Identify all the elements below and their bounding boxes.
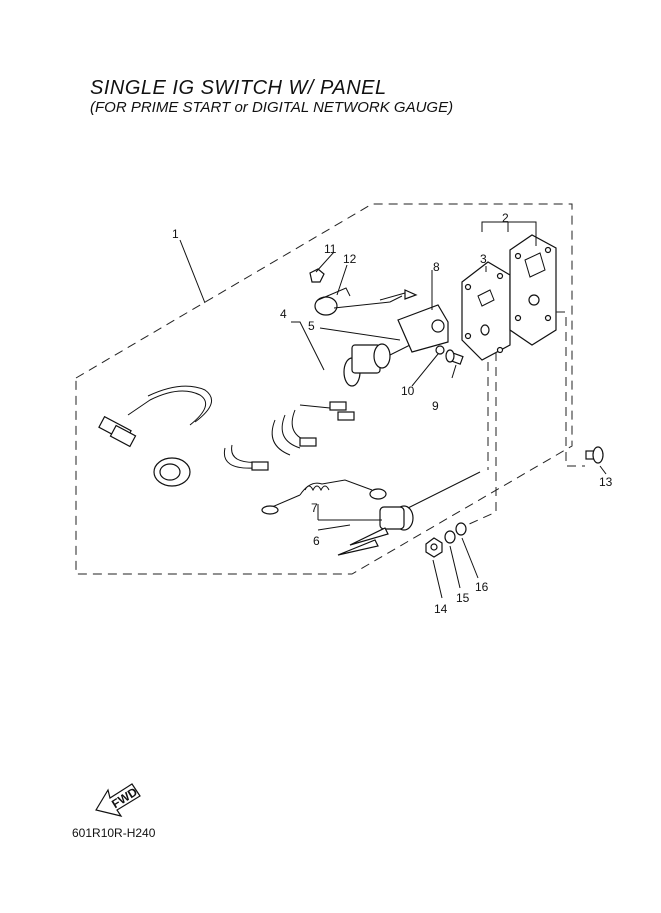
diagram-title: SINGLE IG SWITCH W/ PANEL <box>90 77 387 99</box>
callout-15: 15 <box>456 591 470 605</box>
callout-7: 7 <box>311 501 318 515</box>
assembly-boundary <box>75 203 573 575</box>
callout-9: 9 <box>432 399 439 413</box>
callout-8: 8 <box>433 260 440 274</box>
screw-9-icon <box>445 349 464 365</box>
callout-2: 2 <box>502 211 509 225</box>
callout-13: 13 <box>599 475 613 489</box>
diagram-subtitle: (FOR PRIME START or DIGITAL NETWORK GAUG… <box>90 99 454 116</box>
nut-14-icon <box>425 537 443 558</box>
callout-4: 4 <box>280 307 287 321</box>
wire-clamp <box>309 268 418 316</box>
washer-10-icon <box>435 345 445 355</box>
leader-lines <box>179 221 607 599</box>
fwd-arrow-icon: FWD <box>95 783 141 817</box>
washer-16-icon <box>455 522 467 536</box>
panel-plate-3 <box>461 261 511 361</box>
diagram-code: 601R10R-H240 <box>72 826 156 840</box>
callout-14: 14 <box>434 602 448 616</box>
callout-6: 6 <box>313 534 320 548</box>
lanyard-cord <box>261 479 387 515</box>
switch-key <box>337 505 414 556</box>
callout-16: 16 <box>475 580 489 594</box>
callout-11: 11 <box>324 242 337 256</box>
washer-15-icon <box>444 530 456 544</box>
panel-plate-2 <box>509 234 557 346</box>
callout-12: 12 <box>343 252 357 266</box>
callout-1: 1 <box>172 227 179 241</box>
callout-5: 5 <box>308 319 315 333</box>
callout-3: 3 <box>480 252 487 266</box>
wire-harness <box>98 339 421 487</box>
callout-10: 10 <box>401 384 415 398</box>
screw-13-icon <box>585 446 604 464</box>
mounting-bracket <box>397 304 449 353</box>
